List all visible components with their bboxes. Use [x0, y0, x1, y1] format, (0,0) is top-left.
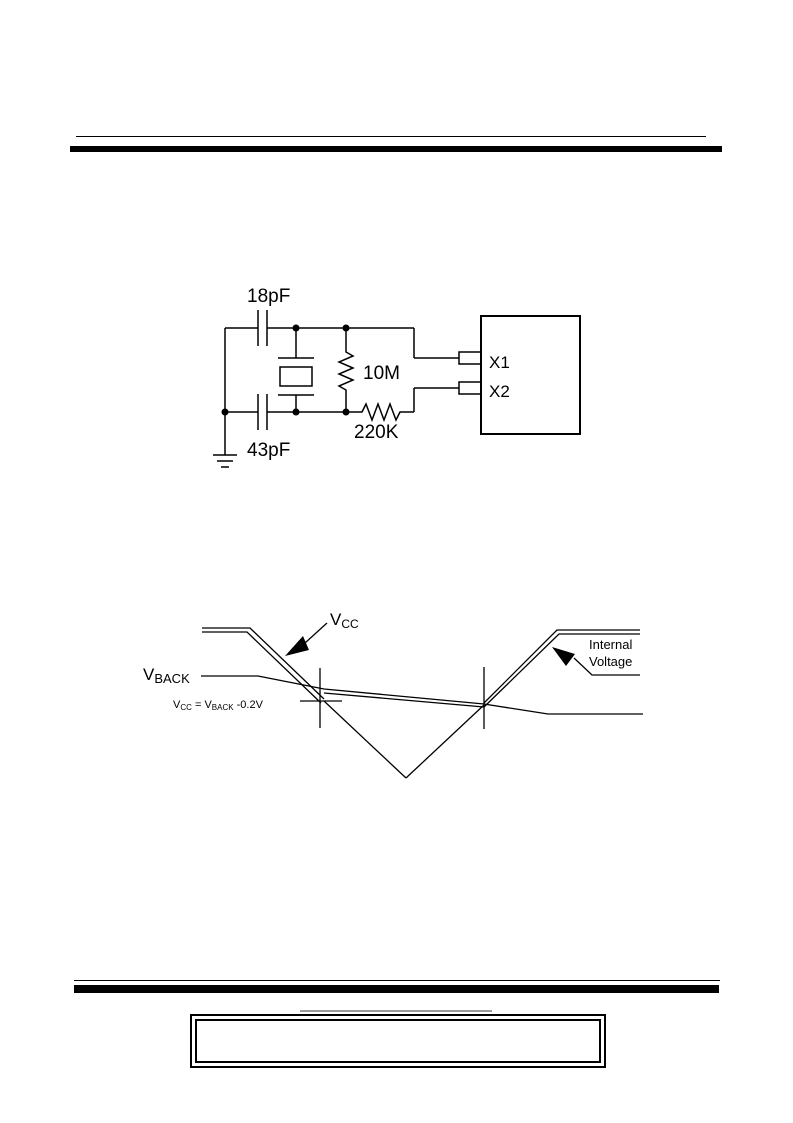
footer-overline	[300, 1010, 492, 1012]
footer-frame-inner	[195, 1019, 601, 1063]
cap-bottom-label: 43pF	[247, 440, 290, 461]
power-switchover-waveform: VCC VBACK VCC = VBACK -0.2V Internal Vol…	[143, 610, 643, 779]
vcc-label: V	[330, 610, 342, 629]
svg-text:VCC = VBACK -0.2V: VCC = VBACK -0.2V	[173, 699, 264, 712]
pin-x1-label: X1	[489, 353, 510, 372]
internal-voltage-label-2: Voltage	[589, 654, 632, 669]
switchover-eq-cc: CC	[180, 703, 192, 712]
vback-label: V	[143, 665, 155, 684]
switchover-eq-back: BACK	[212, 703, 234, 712]
svg-text:VCC: VCC	[330, 610, 359, 631]
resistor-10m-label: 10M	[363, 363, 400, 384]
switchover-eq-tail: -0.2V	[234, 699, 264, 711]
pin-x2-label: X2	[489, 382, 510, 401]
header-thin-rule	[76, 136, 706, 137]
internal-voltage-label-1: Internal	[589, 637, 632, 652]
switchover-eq-mid: = V	[192, 699, 213, 711]
resistor-220k-label: 220K	[354, 422, 399, 443]
footer-frame	[190, 1014, 606, 1068]
vcc-label-sub: CC	[341, 617, 359, 631]
vback-label-sub: BACK	[154, 671, 190, 686]
footer-thin-rule	[74, 980, 720, 981]
cap-top-label: 18pF	[247, 286, 290, 307]
header-thick-rule	[70, 146, 722, 152]
oscillator-circuit-diagram: 18pF 43pF 10M 220K X1 X2	[213, 286, 581, 468]
footer-thick-rule	[74, 985, 719, 993]
svg-text:VBACK: VBACK	[143, 665, 190, 686]
switchover-eq-v: V	[173, 699, 181, 711]
